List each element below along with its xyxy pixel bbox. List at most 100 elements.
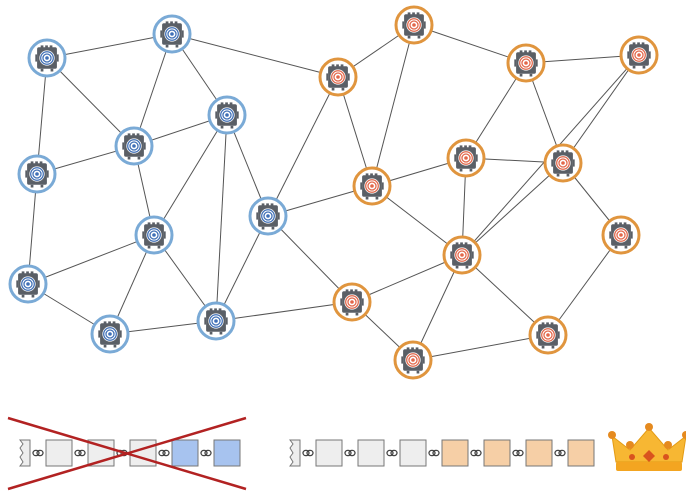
- mining-rig-icon: [214, 101, 240, 130]
- crown-gem: [643, 450, 655, 462]
- network-edge: [46, 57, 135, 147]
- mining-rig-icon: [325, 63, 351, 92]
- network-edge: [215, 114, 228, 322]
- chain-link-icon: [200, 449, 212, 457]
- miner-node-orange: [394, 5, 434, 45]
- network-edge: [547, 234, 622, 336]
- network-edge: [27, 234, 155, 285]
- mining-rig-icon: [401, 11, 427, 40]
- miner-node-orange: [318, 57, 358, 97]
- network-edge: [413, 24, 527, 64]
- chain-block-gray: [45, 439, 73, 467]
- chain-link-icon: [158, 449, 170, 457]
- miner-node-orange: [601, 215, 641, 255]
- network-edge: [351, 254, 463, 303]
- chain-block-blue: [213, 439, 241, 467]
- mining-rig-icon: [400, 346, 426, 375]
- network-edge: [461, 162, 564, 256]
- mining-rig-icon: [97, 320, 123, 349]
- chain-block-gray: [315, 439, 343, 467]
- network-edge: [371, 24, 415, 187]
- mining-rig-icon: [535, 321, 561, 350]
- mining-rig-icon: [608, 221, 634, 250]
- mining-rig-icon: [453, 144, 479, 173]
- mining-rig-icon: [255, 202, 281, 231]
- mining-rig-icon: [513, 49, 539, 78]
- winning-chain: [289, 439, 595, 467]
- mining-rig-icon: [339, 288, 365, 317]
- chain-stub-block: [19, 439, 31, 467]
- chain-link-icon: [512, 449, 524, 457]
- miner-node-orange: [393, 340, 433, 380]
- chain-block-gray: [357, 439, 385, 467]
- miner-node-orange: [528, 315, 568, 355]
- network-edge: [153, 114, 228, 236]
- miner-node-orange: [446, 138, 486, 178]
- miner-node-blue: [196, 301, 236, 341]
- network-edge: [562, 54, 640, 164]
- chain-link-icon: [302, 449, 314, 457]
- chain-link-icon: [470, 449, 482, 457]
- miner-node-blue: [134, 215, 174, 255]
- rejected-chain: [7, 416, 247, 491]
- crown-jewel: [645, 423, 653, 431]
- chain-stub-block: [289, 439, 301, 467]
- crown-body: [611, 427, 686, 463]
- chain-link-icon: [74, 449, 86, 457]
- chain-block-orange: [567, 439, 595, 467]
- miner-node-blue: [27, 38, 67, 78]
- crown-jewel: [608, 431, 616, 439]
- miner-node-orange: [506, 43, 546, 83]
- miner-node-orange: [332, 282, 372, 322]
- crown-jewel: [626, 441, 634, 449]
- miner-node-orange: [352, 166, 392, 206]
- cross-out-line: [7, 416, 247, 491]
- miner-node-blue: [17, 154, 57, 194]
- network-edge: [267, 215, 353, 303]
- crown-gem: [663, 454, 669, 460]
- chain-block-gray: [399, 439, 427, 467]
- mining-rig-icon: [550, 149, 576, 178]
- miner-node-blue: [114, 126, 154, 166]
- mining-rig-icon: [159, 20, 185, 49]
- mining-rig-icon: [15, 270, 41, 299]
- miner-node-orange: [442, 235, 482, 275]
- network-edge: [461, 254, 549, 336]
- crown-jewel: [682, 431, 686, 439]
- miner-node-blue: [90, 314, 130, 354]
- miner-node-blue: [248, 196, 288, 236]
- miner-node-blue: [8, 264, 48, 304]
- network-edge: [133, 33, 173, 147]
- chain-link-icon: [554, 449, 566, 457]
- network-nodes: [8, 5, 659, 380]
- crown-gem: [629, 454, 635, 460]
- miner-node-blue: [207, 95, 247, 135]
- mining-rig-icon: [121, 132, 147, 161]
- miner-node-orange: [619, 35, 659, 75]
- chain-block-orange: [525, 439, 553, 467]
- network-edge: [46, 33, 173, 59]
- chain-link-icon: [32, 449, 44, 457]
- chain-block-orange: [483, 439, 511, 467]
- mining-rig-icon: [626, 41, 652, 70]
- network-edge: [412, 334, 549, 361]
- mining-rig-icon: [34, 44, 60, 73]
- crown-band: [616, 462, 682, 471]
- network-edge: [215, 215, 269, 322]
- network-edge: [171, 33, 339, 78]
- chain-link-icon: [428, 449, 440, 457]
- network-edge: [215, 301, 353, 322]
- mining-rig-icon: [449, 241, 475, 270]
- mining-rig-icon: [141, 221, 167, 250]
- mining-rig-icon: [359, 172, 385, 201]
- miner-node-blue: [152, 14, 192, 54]
- chain-block-orange: [441, 439, 469, 467]
- crown-icon: [608, 423, 686, 471]
- crown-jewel: [664, 441, 672, 449]
- mining-rig-icon: [203, 307, 229, 336]
- network-edge: [267, 76, 339, 217]
- chain-block-blue: [171, 439, 199, 467]
- chain-link-icon: [386, 449, 398, 457]
